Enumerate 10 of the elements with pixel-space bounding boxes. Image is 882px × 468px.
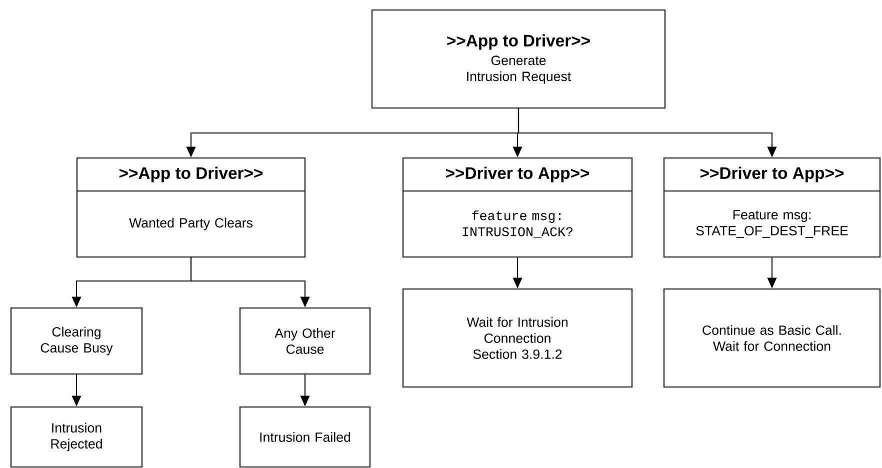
process-box: Intrusion Rejected [10,406,143,468]
process-box: Wait for Intrusion Connection Section 3.9.1.2 [402,288,633,388]
process-box: >>App to Driver>> Generate Intrusion Request [371,9,666,109]
process-box: Continue as Basic Call. Wait for Connection [663,288,881,388]
process-box: Clearing Cause Busy [10,307,143,375]
process-box: >>Driver to App>> feature msg: INTRUSION_ACK? [402,157,633,258]
process-box: >>App to Driver>> Wanted Party Clears [76,157,306,258]
process-box: Intrusion Failed [239,406,371,468]
process-box: Any Other Cause [239,307,371,375]
process-box: >>Driver to App>> Feature msg: STATE_OF_DEST_FREE [663,157,881,258]
